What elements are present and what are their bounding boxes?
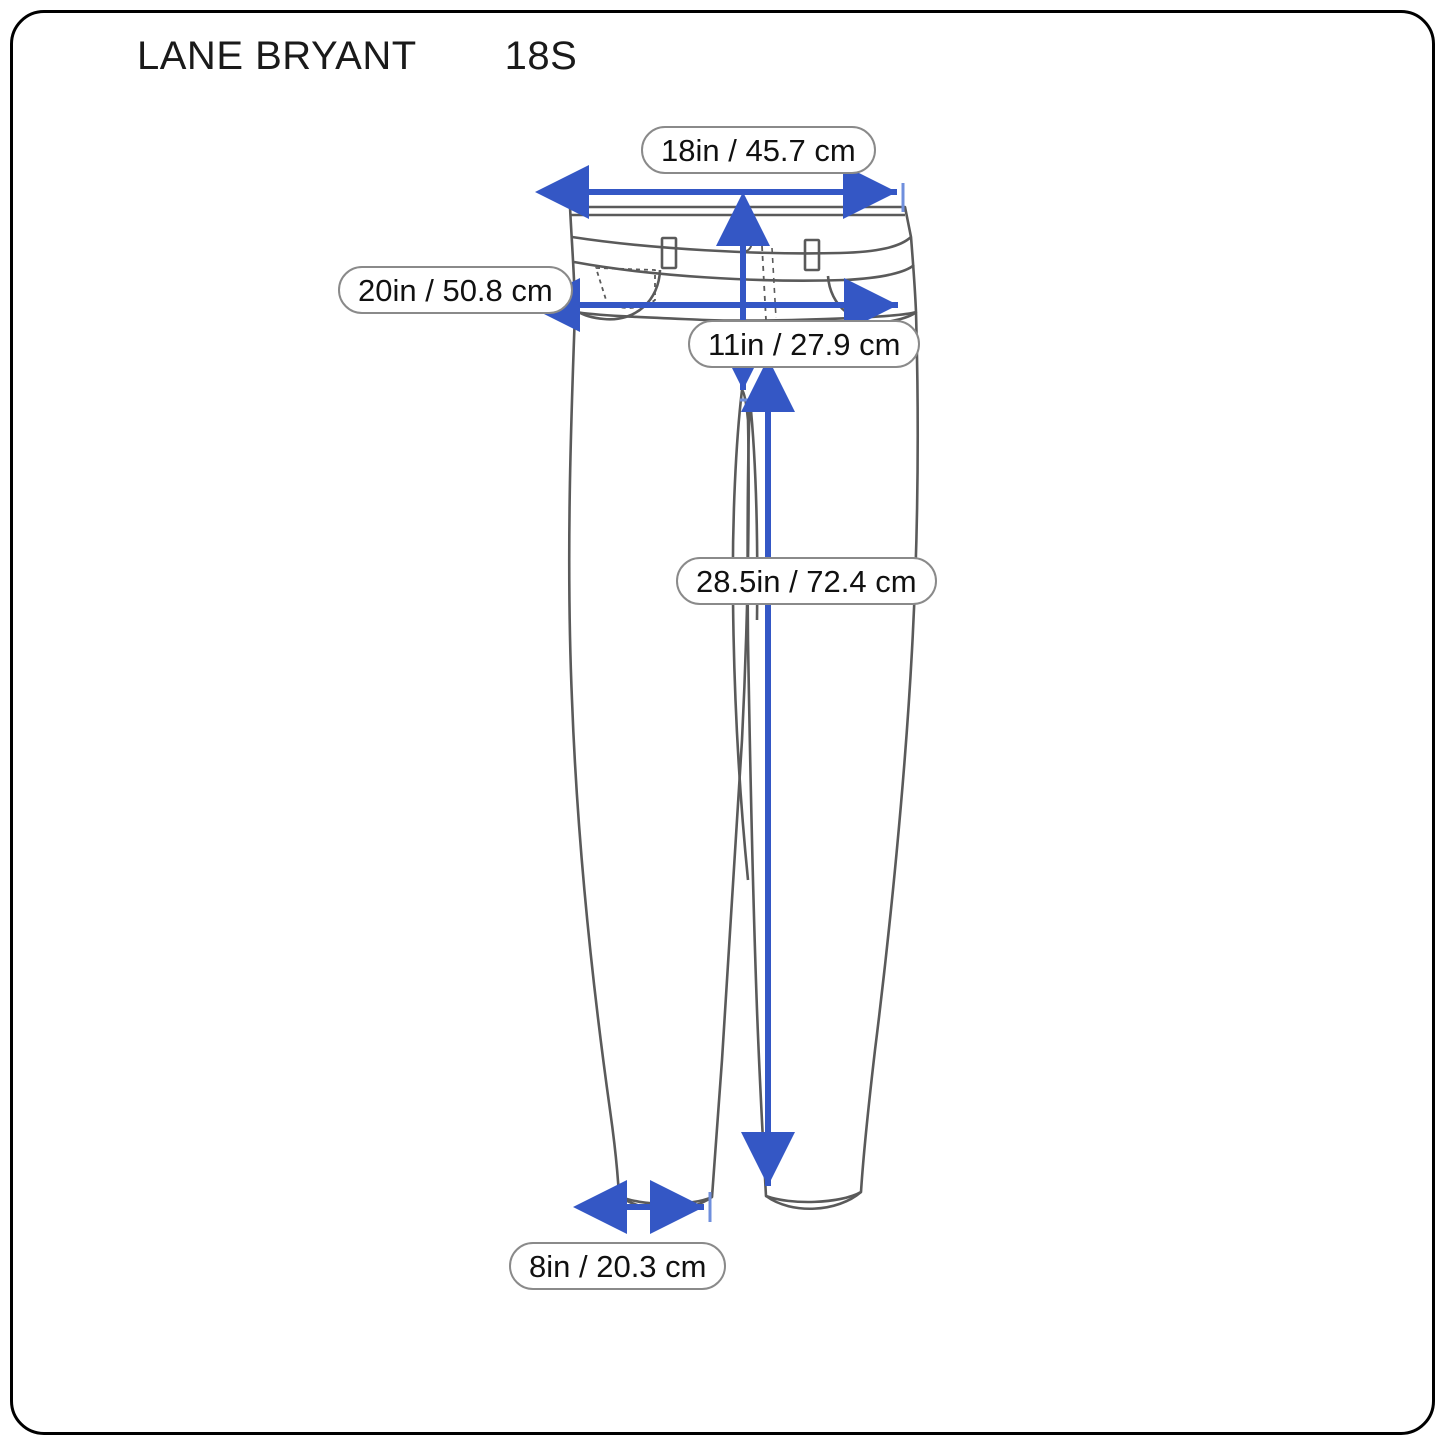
- belt-loop-left: [660, 236, 678, 270]
- waist-measurement-label: 18in / 45.7 cm: [641, 126, 876, 174]
- belt-loop-right: [803, 238, 821, 272]
- leg-opening-measurement-label: 8in / 20.3 cm: [509, 1242, 727, 1290]
- leg-opening-arrow: [573, 1180, 712, 1234]
- fly-stitch: [761, 245, 767, 321]
- right-hem: [765, 1191, 862, 1211]
- size-label: 18S: [504, 34, 578, 78]
- inseam-measurement-label: 28.5in / 72.4 cm: [676, 557, 937, 605]
- coin-pocket: [595, 267, 656, 309]
- left-pocket: [576, 269, 662, 321]
- right-leg-outline: [746, 311, 919, 1204]
- fly-stitch-inner: [771, 247, 777, 319]
- title-row: LANE BRYANT 18S: [137, 34, 577, 79]
- left-leg-outline: [567, 311, 750, 1206]
- hip-measurement-label: 20in / 50.8 cm: [338, 266, 573, 314]
- inseam-arrow: [740, 358, 795, 1186]
- rise-measurement-label: 11in / 27.9 cm: [688, 320, 921, 368]
- waistband-lower-edge: [571, 235, 912, 255]
- brand-name: LANE BRYANT: [137, 34, 417, 78]
